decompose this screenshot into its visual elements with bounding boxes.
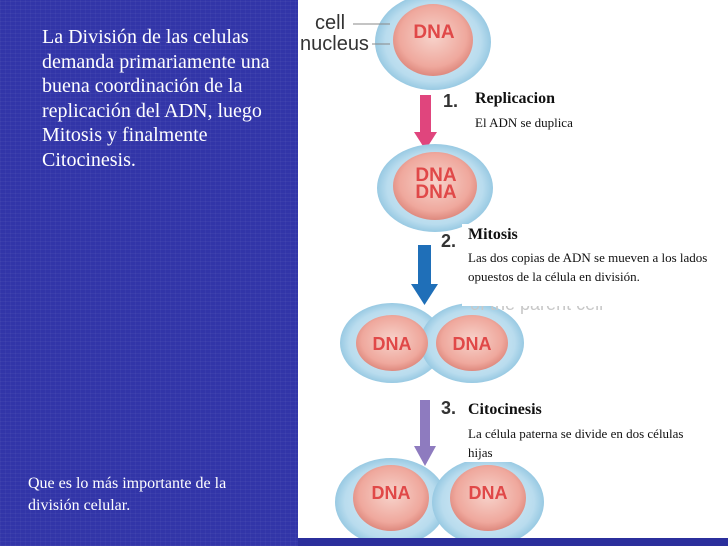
cell-label: cell — [315, 12, 345, 34]
dna-label-1: DNA — [413, 22, 454, 43]
bottom-bar — [298, 538, 728, 546]
step2-number: 2. — [441, 231, 457, 251]
step3-title: Citocinesis — [468, 401, 542, 418]
nucleus-label: nucleus — [300, 33, 369, 55]
dna-label-2a: DNA — [415, 165, 456, 186]
parent-cell — [353, 0, 491, 90]
question-text: Que es lo más importante de la división … — [28, 475, 227, 514]
dna-label-4b: DNA — [469, 483, 508, 503]
step1-description: El ADN se duplica — [475, 115, 573, 130]
replicated-cell — [377, 144, 493, 232]
step2-arrow — [411, 245, 438, 305]
step3-arrow — [414, 400, 436, 466]
step1-arrow — [414, 95, 437, 150]
step3-description: La célula paterna se divide en dos célul… — [468, 426, 684, 460]
step2-title: Mitosis — [468, 226, 518, 243]
mitosis-cell — [340, 303, 524, 383]
step1-number: 1. — [443, 91, 459, 111]
cell-division-diagram: cell nucleus DNA DNA DNA DNA DNA DNA DNA — [300, 0, 603, 546]
step3-label-bg — [462, 400, 702, 462]
step1-title: Replicacion — [475, 90, 555, 107]
daughter-cells — [335, 458, 544, 546]
step2-description: Las dos copias de ADN se mueven a los la… — [468, 250, 708, 284]
dna-label-3b: DNA — [453, 334, 492, 354]
dna-label-4a: DNA — [372, 483, 411, 503]
step1-label-bg — [466, 88, 616, 136]
step3-number: 3. — [441, 398, 457, 418]
dna-label-3a: DNA — [373, 334, 412, 354]
left-panel: La División de las celulas demanda prima… — [0, 0, 298, 546]
intro-text: La División de las celulas demanda prima… — [42, 26, 270, 171]
step2-label-bg — [462, 224, 714, 306]
dna-label-2b: DNA — [415, 182, 456, 203]
